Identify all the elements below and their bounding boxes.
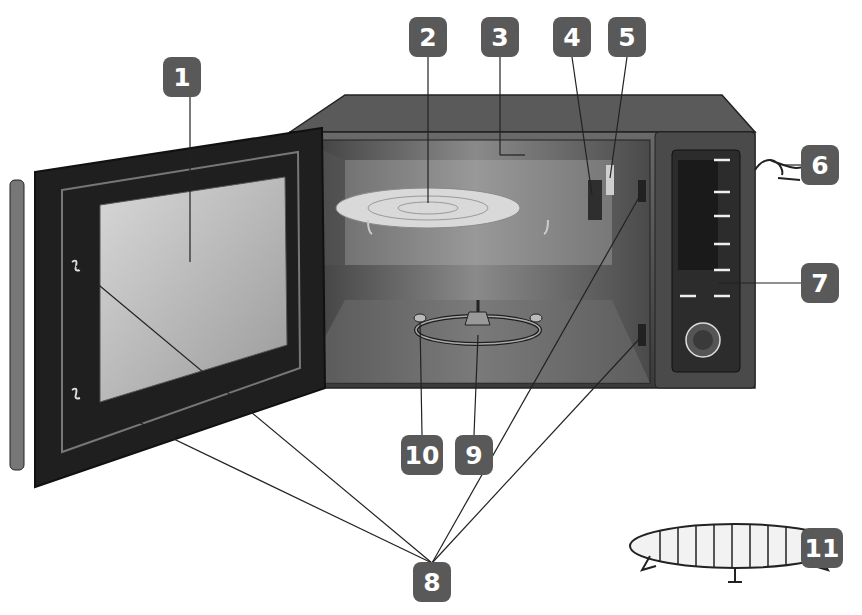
callout-number: 6 bbox=[801, 145, 839, 185]
callout-number: 5 bbox=[608, 17, 646, 57]
callout-number: 11 bbox=[801, 528, 843, 568]
door-window bbox=[100, 177, 287, 402]
oven-body bbox=[290, 132, 755, 388]
door bbox=[35, 128, 325, 487]
door-seal bbox=[62, 152, 300, 452]
panel-face bbox=[672, 150, 740, 372]
callout-number: 3 bbox=[481, 17, 519, 57]
plate-foot bbox=[368, 220, 548, 234]
interlock bbox=[638, 180, 646, 202]
oven-cavity bbox=[300, 140, 650, 383]
oven-top bbox=[290, 95, 755, 132]
leader-lines bbox=[76, 57, 840, 563]
control-knob bbox=[693, 330, 713, 350]
control-panel bbox=[655, 132, 755, 388]
door-handle bbox=[10, 180, 24, 470]
lamp bbox=[606, 165, 614, 195]
roller-wheel bbox=[414, 314, 426, 322]
control-knob bbox=[686, 323, 720, 357]
door-latch bbox=[72, 261, 80, 399]
callout-number: 2 bbox=[409, 17, 447, 57]
interlock bbox=[638, 324, 646, 346]
callout-number: 7 bbox=[801, 263, 839, 303]
roller-wheel bbox=[530, 314, 542, 322]
callout-number: 9 bbox=[455, 435, 493, 475]
callout-number: 8 bbox=[413, 562, 451, 602]
cavity-floor bbox=[300, 300, 650, 383]
callout-number: 1 bbox=[163, 57, 201, 97]
display bbox=[678, 160, 718, 270]
callout-number: 4 bbox=[553, 17, 591, 57]
rack-bars bbox=[660, 524, 804, 568]
panel-buttons bbox=[680, 160, 730, 296]
drive-shaft bbox=[477, 300, 480, 312]
plate-ring bbox=[398, 202, 458, 214]
coupler bbox=[465, 312, 490, 325]
callout-number: 10 bbox=[401, 435, 443, 475]
